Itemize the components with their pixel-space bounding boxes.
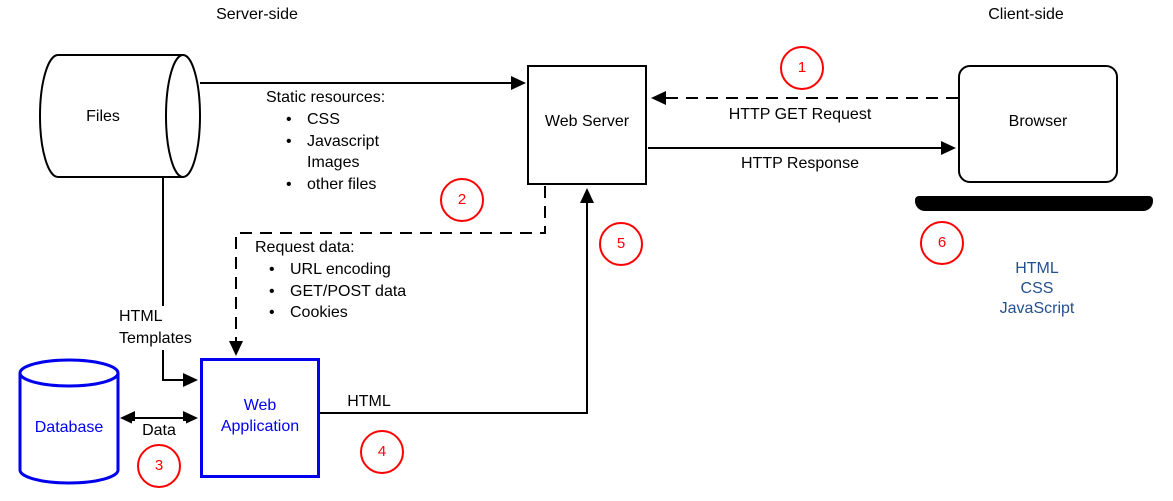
step-badge-5: 5 — [599, 222, 643, 266]
edge-static-resources — [200, 76, 526, 90]
list-item: • CSS — [266, 109, 436, 131]
edge-http-get — [651, 91, 958, 105]
client-stack-annotation: HTML CSS JavaScript — [962, 259, 1112, 319]
list-item: • URL encoding — [255, 259, 435, 281]
bullet-glyph: • — [286, 111, 292, 128]
html-label: HTML — [340, 392, 398, 411]
database-label: Database — [34, 419, 104, 436]
request-data-title: Request data: — [255, 239, 355, 256]
html-templates-label: HTML Templates — [117, 306, 194, 350]
list-item: Images — [307, 154, 360, 171]
edge-data — [120, 411, 198, 425]
edge-request-data — [229, 186, 546, 356]
request-data-annotation: Request data: • URL encoding • GET/POST … — [255, 237, 435, 324]
edge-html — [320, 188, 594, 414]
list-item: • Javascript — [266, 131, 436, 153]
database-cylinder — [18, 358, 120, 485]
client-side-title: Client-side — [988, 6, 1064, 23]
step-badge-2: 2 — [440, 178, 484, 222]
web-server-label: Web Server — [544, 113, 630, 130]
files-label: Files — [86, 108, 120, 125]
laptop-base-bar — [915, 196, 1153, 211]
browser-node — [958, 65, 1118, 183]
list-item: • Cookies — [255, 302, 435, 324]
web-application-label-line1: Web — [243, 397, 277, 414]
static-resources-title: Static resources: — [266, 89, 386, 106]
browser-label: Browser — [1008, 113, 1068, 130]
step-badge-4: 4 — [360, 430, 404, 474]
static-resources-list: • CSS • Javascript Images • other files — [266, 109, 436, 195]
files-cylinder — [39, 54, 201, 178]
data-label: Data — [132, 421, 186, 440]
client-stack-line: CSS — [1020, 280, 1054, 297]
client-stack-line: HTML — [1015, 260, 1059, 277]
web-application-label-line2: Application — [220, 418, 300, 435]
request-data-list: • URL encoding • GET/POST data • Cookies — [255, 259, 435, 324]
step-badge-3: 3 — [137, 444, 181, 488]
static-resources-annotation: Static resources: • CSS • Javascript Ima… — [266, 87, 436, 195]
client-stack-line: JavaScript — [999, 300, 1075, 317]
list-item: • GET/POST data — [255, 281, 435, 303]
http-get-request-label: HTTP GET Request — [728, 106, 872, 123]
bullet-glyph: • — [269, 261, 275, 278]
bullet-glyph: • — [286, 132, 292, 150]
step-badge-1: 1 — [780, 46, 824, 90]
edge-html-templates — [162, 177, 198, 387]
step-badge-6: 6 — [920, 221, 964, 265]
server-side-title: Server-side — [216, 6, 298, 23]
edge-http-response — [648, 141, 956, 155]
http-response-label: HTTP Response — [741, 155, 859, 172]
bullet-glyph: • — [269, 304, 275, 321]
web-application-label: Web Application — [200, 395, 320, 437]
bullet-glyph: • — [286, 175, 292, 193]
bullet-glyph: • — [269, 282, 275, 300]
web-application-node — [200, 358, 320, 478]
web-server-node — [527, 65, 647, 185]
list-item: • other files — [266, 174, 436, 196]
